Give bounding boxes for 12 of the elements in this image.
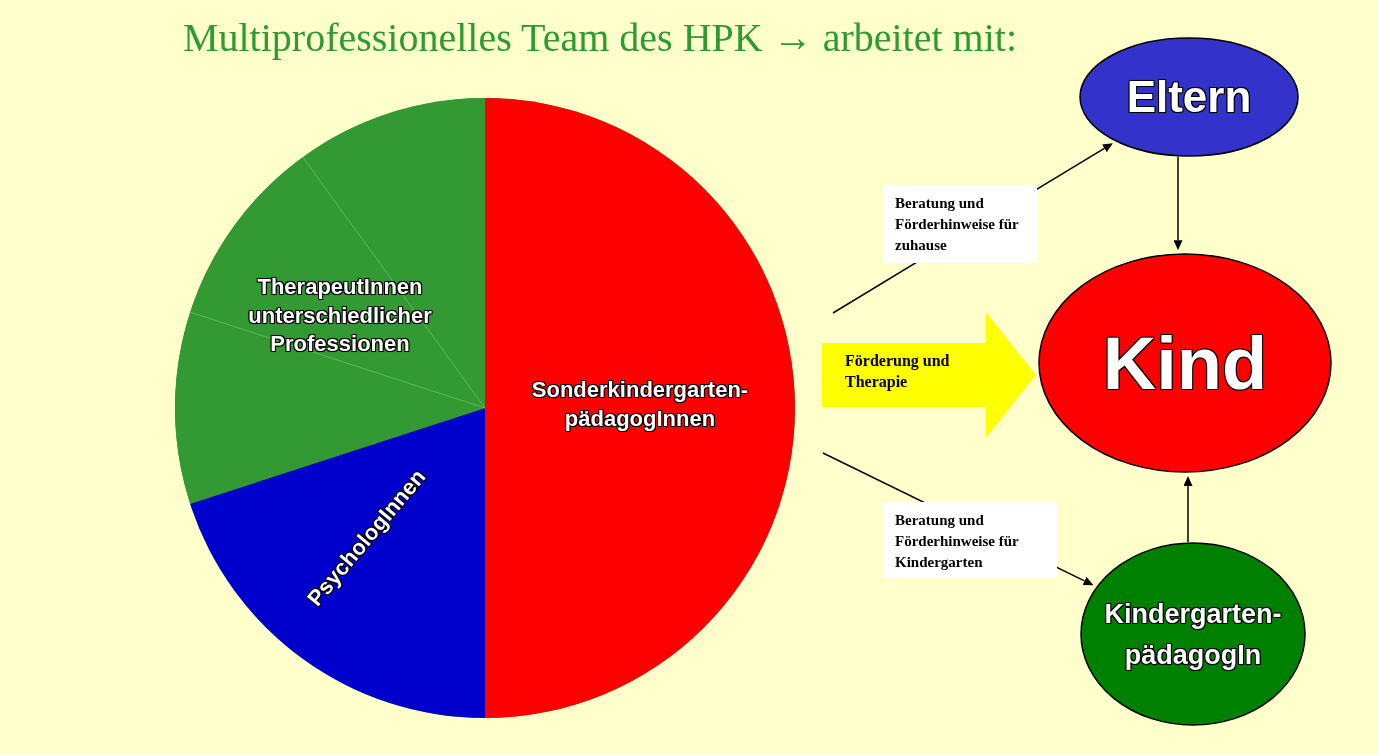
edge-label: Beratung und Förderhinweise für Kindergarten: [883, 502, 1057, 578]
node-label: Kindergarten-pädagogIn: [1103, 597, 1283, 672]
edge-label: Beratung und Förderhinweise für zuhause: [883, 185, 1037, 263]
block-arrow: [822, 312, 1036, 438]
arrow: [1183, 476, 1193, 543]
node-label: Kind: [1101, 320, 1269, 407]
slice-label: TherapeutInnen unterschiedlicher Professionen: [247, 273, 433, 359]
arrow: [1173, 155, 1183, 251]
edge-label: Förderung und Therapie: [845, 351, 951, 392]
slice-label: Sonderkindergarten-pädagogInnen: [530, 376, 750, 433]
title: Multiprofessionelles Team des HPK → arbeitet mit:: [181, 14, 1019, 61]
node-label: Eltern: [1125, 71, 1253, 123]
